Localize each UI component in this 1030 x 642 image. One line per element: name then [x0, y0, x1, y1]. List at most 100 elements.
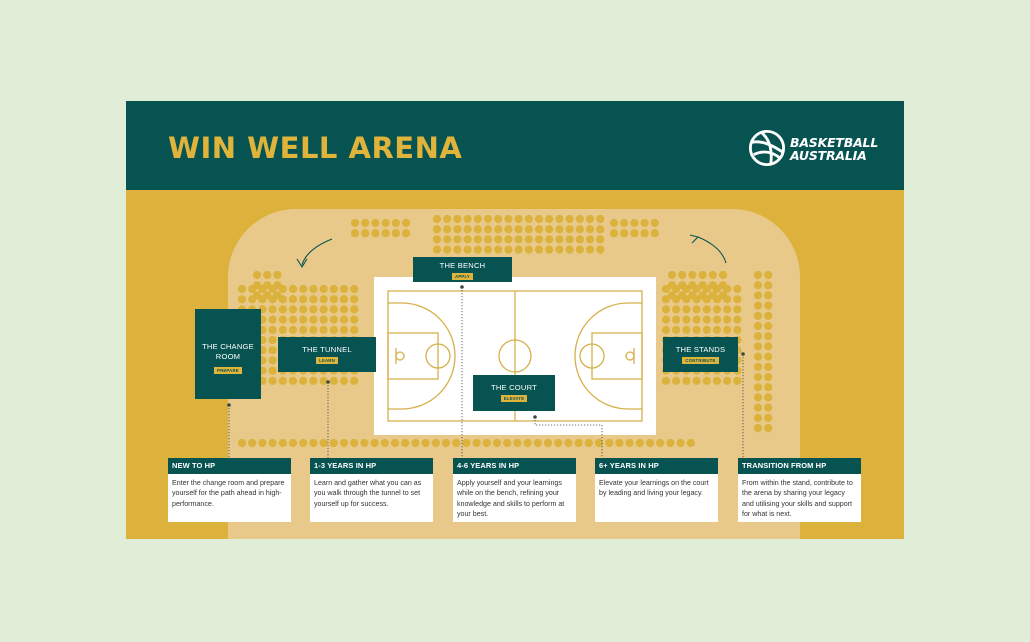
seat-dot	[723, 284, 732, 294]
seat-dot	[268, 376, 277, 385]
seat-dot	[524, 225, 533, 234]
seat-dot	[431, 438, 440, 448]
seat-dot	[712, 325, 722, 334]
seat-dot	[620, 218, 629, 228]
seat-dot	[764, 281, 773, 290]
seat-dot	[329, 438, 338, 448]
seat-dot	[350, 295, 359, 304]
seat-dot	[237, 295, 247, 304]
seat-dot	[329, 325, 338, 334]
seat-dot	[482, 438, 491, 448]
seat-dot	[371, 229, 380, 238]
seat-dot	[278, 376, 287, 385]
seat-dot	[421, 438, 430, 448]
seat-dot	[645, 438, 655, 448]
seat-dot	[309, 315, 318, 324]
seat-dot	[268, 335, 277, 345]
seat-dot	[723, 315, 732, 324]
seat-dot	[278, 325, 287, 334]
seat-dot	[524, 214, 533, 224]
seat-dot	[463, 235, 472, 244]
seat-dot	[443, 225, 452, 234]
station-bench-tag: APPLY	[452, 273, 473, 280]
station-court: THE COURT ELEVATE	[473, 375, 555, 411]
station-change-room-label: THE CHANGE ROOM	[202, 342, 254, 361]
seat-dot	[554, 438, 563, 448]
seat-dot	[494, 235, 503, 244]
seat-dot	[237, 284, 247, 294]
seat-dot	[661, 284, 671, 294]
seat-dot	[545, 225, 554, 234]
seat-dot	[712, 315, 722, 324]
header-banner: WIN WELL ARENA BASKETBALL AUSTRALIA	[126, 101, 904, 190]
seat-dot	[381, 229, 390, 238]
seat-dot	[504, 235, 513, 244]
seat-dot	[319, 376, 328, 385]
seat-dot	[753, 413, 763, 422]
seat-dot	[319, 315, 328, 324]
seat-dot	[237, 438, 247, 448]
seat-dot	[764, 291, 773, 300]
seat-dot	[753, 362, 763, 371]
court-lines	[387, 290, 643, 422]
seat-dot	[391, 229, 400, 238]
info-card-body: Elevate your learnings on the court by l…	[599, 479, 709, 498]
seat-dot	[453, 235, 462, 244]
seat-dot	[494, 214, 503, 224]
seat-dot	[584, 438, 593, 448]
info-card-heading: 1-3 YEARS IN HP	[310, 458, 433, 474]
seat-dot	[514, 235, 523, 244]
station-stands-tag: CONTRIBUTE	[682, 357, 719, 364]
seat-dot	[585, 214, 595, 224]
seat-dot	[682, 295, 691, 304]
info-card-6-plus-years: 6+ YEARS IN HP Elevate your learnings on…	[595, 458, 718, 522]
seat-dot	[288, 295, 298, 304]
seat-dot	[753, 281, 763, 290]
seat-dot	[453, 214, 462, 224]
seat-dot	[492, 438, 502, 448]
seat-dot	[309, 295, 318, 304]
seat-dot	[733, 325, 742, 334]
seat-dot	[453, 245, 462, 254]
seat-dot	[350, 284, 359, 294]
seat-dot	[299, 305, 308, 314]
seat-dot	[339, 315, 349, 324]
arena-infographic: WIN WELL ARENA BASKETBALL AUSTRALIA	[126, 101, 904, 539]
seat-dot	[278, 315, 287, 324]
seat-dot	[667, 270, 677, 280]
seat-dot	[483, 214, 493, 224]
seat-dot	[585, 235, 595, 244]
seat-dot	[575, 235, 584, 244]
seat-dot	[733, 315, 742, 324]
seat-dot	[401, 438, 410, 448]
seat-dot	[390, 438, 400, 448]
seat-dot	[473, 245, 482, 254]
seat-dot	[712, 284, 722, 294]
seat-dot	[692, 376, 701, 385]
seat-dot	[534, 235, 544, 244]
seat-dot	[615, 438, 624, 448]
seat-dot	[650, 218, 659, 228]
seat-dot	[545, 235, 554, 244]
seat-dot	[596, 225, 605, 234]
seat-dot	[712, 295, 722, 304]
seat-dot	[463, 225, 472, 234]
station-tunnel-tag: LEARN	[316, 357, 338, 364]
seat-dot	[753, 423, 763, 433]
station-bench: THE BENCH APPLY	[413, 257, 512, 282]
seat-dot	[443, 235, 452, 244]
seat-dot	[268, 325, 277, 334]
seat-dot	[494, 225, 503, 234]
seat-dot	[299, 295, 308, 304]
seat-dot	[753, 383, 763, 392]
info-card-body: Apply yourself and your learnings while …	[457, 479, 565, 519]
info-card-4-6-years: 4-6 YEARS IN HP Apply yourself and your …	[453, 458, 576, 522]
seat-dot	[391, 218, 400, 228]
seat-dot	[339, 305, 349, 314]
seat-dot	[692, 325, 701, 334]
seat-dot	[564, 438, 573, 448]
seat-dot	[661, 325, 671, 334]
station-change-room: THE CHANGE ROOM PREPARE	[195, 309, 261, 399]
seat-dot	[764, 321, 773, 331]
station-court-tag: ELEVATE	[500, 395, 528, 402]
